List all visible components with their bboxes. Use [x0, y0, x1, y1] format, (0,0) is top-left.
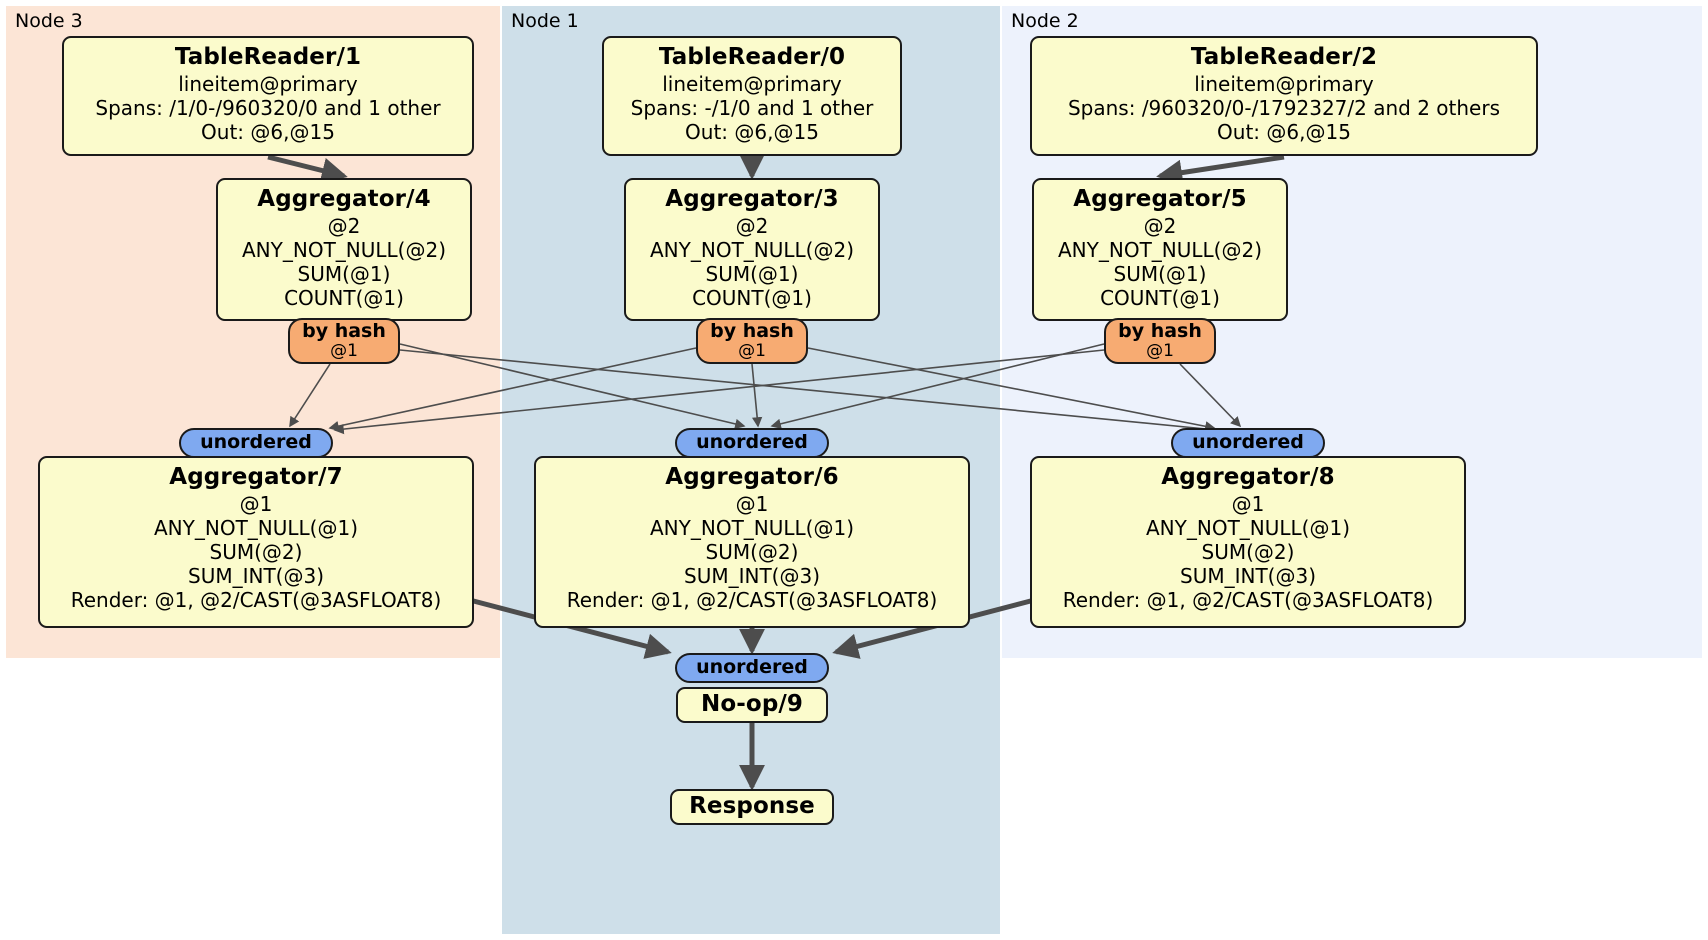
node-region-label-node3: Node 3	[15, 10, 83, 32]
badge-title: unordered	[696, 656, 808, 679]
badge-title: unordered	[696, 431, 808, 454]
processor-detail-line: SUM(@1)	[297, 261, 391, 286]
processor-detail-line: COUNT(@1)	[284, 285, 404, 310]
processor-detail-line: Out: @6,@15	[201, 119, 335, 144]
processor-detail-line: Spans: /960320/0-/1792327/2 and 2 others	[1067, 95, 1500, 120]
processor-detail-line: ANY_NOT_NULL(@2)	[242, 237, 446, 262]
processor-detail-line: Out: @6,@15	[685, 119, 819, 144]
processor-title: Aggregator/6	[665, 464, 839, 490]
processor-title: Aggregator/3	[665, 186, 839, 212]
processor-detail-line: COUNT(@1)	[1100, 285, 1220, 310]
processor-detail-line: @2	[327, 213, 361, 238]
badge-unordered-synchronizer-6[interactable]: unordered	[675, 428, 829, 458]
processor-detail-line: SUM(@1)	[705, 261, 799, 286]
processor-detail-line: @1	[735, 491, 769, 516]
processor-detail-line: SUM_INT(@3)	[1180, 563, 1316, 588]
badge-title: by hash	[302, 319, 386, 342]
processor-detail-line: SUM_INT(@3)	[188, 563, 324, 588]
processor-detail-line: @1	[1231, 491, 1265, 516]
badge-unordered-synchronizer-8[interactable]: unordered	[1171, 428, 1325, 458]
processor-detail-line: @1	[239, 491, 273, 516]
badge-title: unordered	[1192, 431, 1304, 454]
processor-detail-line: Spans: /1/0-/960320/0 and 1 other	[95, 95, 441, 120]
processor-detail-line: SUM(@2)	[209, 539, 303, 564]
processor-detail-line: Render: @1, @2/CAST(@3ASFLOAT8)	[70, 587, 442, 612]
processor-no-op-9[interactable]: No-op/9	[676, 687, 828, 723]
processor-title: No-op/9	[701, 690, 803, 717]
processor-detail-line: @2	[735, 213, 769, 238]
processor-detail-line: SUM(@2)	[705, 539, 799, 564]
processor-detail-line: Render: @1, @2/CAST(@3ASFLOAT8)	[1062, 587, 1434, 612]
badge-by-hash-router-3[interactable]: by hash@1	[696, 318, 808, 364]
processor-title: TableReader/2	[1190, 44, 1378, 70]
processor-detail-line: lineitem@primary	[662, 71, 842, 96]
processor-detail-line: Spans: -/1/0 and 1 other	[630, 95, 874, 120]
processor-detail-line: Out: @6,@15	[1217, 119, 1351, 144]
processor-detail-line: @2	[1143, 213, 1177, 238]
processor-response[interactable]: Response	[670, 789, 834, 825]
processor-detail-line: lineitem@primary	[1194, 71, 1374, 96]
processor-detail-line: ANY_NOT_NULL(@1)	[1146, 515, 1350, 540]
badge-subtitle: @1	[330, 341, 358, 362]
processor-detail-line: ANY_NOT_NULL(@2)	[650, 237, 854, 262]
processor-detail-line: SUM(@1)	[1113, 261, 1207, 286]
processor-detail-line: ANY_NOT_NULL(@1)	[650, 515, 854, 540]
processor-title: Aggregator/8	[1161, 464, 1335, 490]
badge-unordered-synchronizer-7[interactable]: unordered	[179, 428, 333, 458]
processor-title: Aggregator/5	[1073, 186, 1247, 212]
processor-detail-line: ANY_NOT_NULL(@1)	[154, 515, 358, 540]
processor-title: Response	[689, 792, 815, 819]
processor-detail-line: lineitem@primary	[178, 71, 358, 96]
processor-title: Aggregator/7	[169, 464, 343, 490]
processor-detail-line: Render: @1, @2/CAST(@3ASFLOAT8)	[566, 587, 938, 612]
badge-subtitle: @1	[1146, 341, 1174, 362]
processor-title: TableReader/0	[658, 44, 846, 70]
processor-detail-line: SUM_INT(@3)	[684, 563, 820, 588]
processor-detail-line: SUM(@2)	[1201, 539, 1295, 564]
badge-by-hash-router-5[interactable]: by hash@1	[1104, 318, 1216, 364]
processor-detail-line: ANY_NOT_NULL(@2)	[1058, 237, 1262, 262]
badge-by-hash-router-4[interactable]: by hash@1	[288, 318, 400, 364]
node-region-label-node1: Node 1	[511, 10, 579, 32]
badge-title: unordered	[200, 431, 312, 454]
processor-title: TableReader/1	[174, 44, 362, 70]
badge-subtitle: @1	[738, 341, 766, 362]
badge-title: by hash	[1118, 319, 1202, 342]
processor-title: Aggregator/4	[257, 186, 431, 212]
processor-detail-line: COUNT(@1)	[692, 285, 812, 310]
badge-unordered-synchronizer-9[interactable]: unordered	[675, 653, 829, 683]
node-region-label-node2: Node 2	[1011, 10, 1079, 32]
badge-title: by hash	[710, 319, 794, 342]
